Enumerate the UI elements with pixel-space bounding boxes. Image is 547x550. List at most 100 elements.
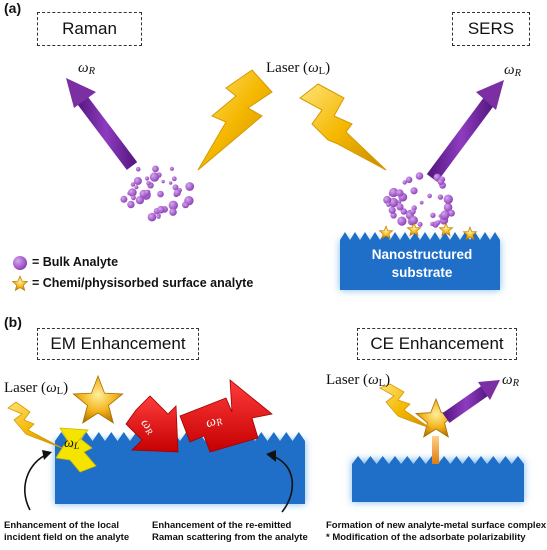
analyte-molecule <box>410 208 416 215</box>
analyte-molecule <box>388 206 396 214</box>
legend-surface-analyte-icon <box>11 275 29 292</box>
analyte-molecule <box>133 177 142 185</box>
analyte-molecule <box>156 214 161 219</box>
ce-laser-label: Laser (ωL) <box>326 372 391 389</box>
surface-analyte-star <box>378 225 394 240</box>
analyte-molecule <box>443 194 453 204</box>
em-title-box: EM Enhancement <box>37 328 199 360</box>
ce-omega-r-label: ωR <box>502 372 520 389</box>
analyte-molecule <box>161 179 165 184</box>
analyte-molecule <box>169 166 174 171</box>
annotation-arrow-reemitted <box>266 450 294 513</box>
analyte-molecule <box>135 166 141 172</box>
ce-complex-bond <box>432 436 439 464</box>
analyte-molecule <box>386 202 391 207</box>
analyte-molecule <box>168 181 173 185</box>
analyte-molecule <box>435 220 441 226</box>
omega-r-left-label: ωR <box>78 60 96 77</box>
ce-title-box: CE Enhancement <box>357 328 517 360</box>
analyte-molecule <box>172 184 179 191</box>
analyte-molecule <box>405 176 413 184</box>
analyte-molecule <box>397 199 402 204</box>
analyte-molecule <box>131 195 136 201</box>
analyte-molecule <box>396 203 404 211</box>
analyte-molecule <box>169 208 177 216</box>
raman-scatter-arrow <box>66 78 138 170</box>
analyte-molecule <box>185 182 195 191</box>
em-laser-bolt <box>7 401 63 449</box>
caption-reemitted: Enhancement of the re-emitted Raman scat… <box>152 520 308 543</box>
local-field-omega-label: ωL <box>64 436 80 452</box>
analyte-molecule <box>430 221 435 227</box>
analyte-molecule <box>146 181 151 186</box>
analyte-molecule <box>128 188 137 197</box>
raman-laser-bolt <box>197 69 273 171</box>
legend-bulk-analyte-icon <box>13 256 27 270</box>
surface-analyte-stars <box>378 222 478 241</box>
caption-local-field: Enhancement of the local incident field … <box>4 520 130 543</box>
analyte-molecule <box>183 202 189 208</box>
analyte-molecule <box>402 180 407 185</box>
analyte-molecule <box>427 193 432 199</box>
laser-label-top: Laser (ωL) <box>266 60 331 77</box>
analyte-molecule <box>409 216 419 225</box>
local-field-arrow <box>55 427 97 473</box>
analyte-molecule <box>134 185 139 190</box>
analyte-molecule <box>383 195 392 204</box>
omega-r-right-label: ωR <box>504 62 522 79</box>
reemitted-arrow-large <box>179 379 273 453</box>
analyte-molecule <box>149 172 160 182</box>
sers-substrate <box>340 232 500 290</box>
analyte-molecule <box>430 212 436 218</box>
raman-title-box: Raman <box>37 12 142 46</box>
em-analyte-star <box>72 374 124 424</box>
raman-title: Raman <box>62 19 117 38</box>
sers-title-box: SERS <box>452 12 530 46</box>
analyte-molecule <box>419 200 424 205</box>
analyte-molecule <box>157 190 164 198</box>
substrate-label: Nanostructured substrate <box>371 247 473 280</box>
surface-analyte-star <box>406 222 422 237</box>
analyte-molecule <box>400 208 407 215</box>
legend-surface-text: = Chemi/physisorbed surface analyte <box>32 276 254 290</box>
ce-substrate <box>352 456 524 502</box>
em-title: EM Enhancement <box>50 334 186 353</box>
ce-scatter-arrow <box>442 380 500 423</box>
analyte-molecule <box>144 189 150 196</box>
analyte-molecule <box>396 189 404 197</box>
caption-ce: Formation of new analyte-metal surface c… <box>326 520 547 543</box>
analyte-molecule <box>437 194 444 200</box>
bulk-analyte-cluster-left <box>120 165 195 222</box>
analyte-molecule <box>389 187 399 198</box>
analyte-molecule <box>168 200 178 210</box>
analyte-molecule <box>147 212 157 222</box>
analyte-molecule <box>437 178 444 185</box>
analyte-molecule <box>152 165 159 173</box>
analyte-molecule <box>415 172 424 180</box>
analyte-molecule <box>145 176 150 181</box>
bulk-analyte-cluster-right <box>383 172 455 228</box>
analyte-molecule <box>120 195 128 203</box>
analyte-molecule <box>130 182 136 187</box>
analyte-molecule <box>417 221 423 227</box>
analyte-molecule <box>440 210 450 220</box>
annotation-arrow-local <box>24 450 52 511</box>
analyte-molecule <box>171 176 177 182</box>
analyte-molecule <box>157 205 165 214</box>
sers-scatter-arrow <box>426 80 504 182</box>
analyte-molecule <box>397 216 407 226</box>
ce-laser-bolt <box>379 383 431 429</box>
surface-analyte-star <box>462 226 478 241</box>
analyte-molecule <box>443 203 453 212</box>
analyte-molecule <box>173 189 181 197</box>
analyte-molecule <box>410 187 418 195</box>
legend-bulk-text: = Bulk Analyte <box>32 255 119 269</box>
ce-title: CE Enhancement <box>370 334 504 353</box>
panel-a-label: (a) <box>4 0 22 16</box>
surface-analyte-star <box>438 222 454 237</box>
analyte-molecule <box>448 209 455 217</box>
em-substrate <box>55 432 305 504</box>
reemitted-arrow-small <box>125 395 179 453</box>
sers-laser-bolt <box>299 83 387 171</box>
